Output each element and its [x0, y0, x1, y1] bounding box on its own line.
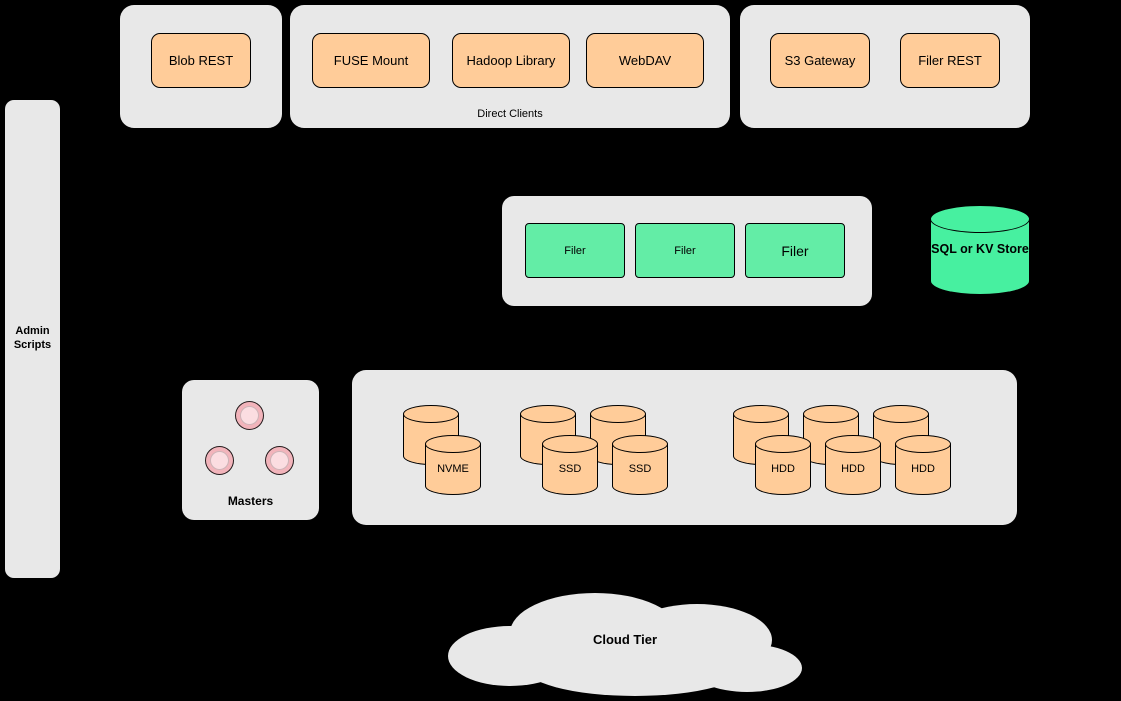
- filer-label: Filer: [564, 244, 586, 257]
- filer-rest-node: Filer REST: [900, 33, 1000, 88]
- hdd-label: HDD: [841, 463, 865, 475]
- webdav-label: WebDAV: [618, 53, 672, 68]
- disk-cylinder: SSD: [612, 435, 668, 495]
- filer-label: Filer: [674, 244, 696, 257]
- disk-cylinder: HDD: [755, 435, 811, 495]
- masters-group: Masters: [182, 380, 319, 520]
- master-node: [205, 446, 234, 475]
- master-node: [235, 401, 264, 430]
- blob-rest-label: Blob REST: [168, 53, 234, 68]
- filer-node: Filer: [525, 223, 625, 278]
- hdd-label: HDD: [911, 463, 935, 475]
- filer-node: Filer: [745, 223, 845, 278]
- hadoop-library-label: Hadoop Library: [466, 53, 556, 68]
- disk-cylinder: HDD: [825, 435, 881, 495]
- hdd-cylinder-group: HDD: [803, 405, 881, 495]
- filer-group: Filer Filer Filer: [502, 196, 872, 306]
- filer-rest-label: Filer REST: [918, 53, 982, 68]
- nvme-label: NVME: [437, 463, 469, 475]
- fuse-mount-node: FUSE Mount: [312, 33, 430, 88]
- admin-scripts-panel: Admin Scripts: [5, 100, 60, 578]
- ssd-cylinder-group: SSD: [520, 405, 598, 495]
- admin-scripts-label: Admin Scripts: [13, 325, 52, 351]
- fuse-mount-label: FUSE Mount: [333, 53, 409, 68]
- cloud-tier-label: Cloud Tier: [592, 632, 658, 647]
- blob-client-group: Blob REST: [120, 5, 282, 128]
- ssd-label: SSD: [628, 463, 652, 475]
- webdav-node: WebDAV: [586, 33, 704, 88]
- ssd-cylinder-group: SSD: [590, 405, 668, 495]
- ssd-label: SSD: [558, 463, 582, 475]
- direct-clients-caption: Direct Clients: [477, 108, 543, 120]
- volume-servers-group: NVME SSD SSD: [352, 370, 1017, 525]
- cloud-tier-shape: Cloud Tier: [435, 588, 815, 700]
- direct-clients-group: FUSE Mount Hadoop Library WebDAV Direct …: [290, 5, 730, 128]
- s3-gateway-label: S3 Gateway: [784, 53, 856, 68]
- hdd-label: HDD: [771, 463, 795, 475]
- blob-rest-node: Blob REST: [151, 33, 251, 88]
- filer-node: Filer: [635, 223, 735, 278]
- sql-kv-store-cylinder: SQL or KV Store: [930, 205, 1030, 295]
- filer-label: Filer: [781, 242, 809, 259]
- gateway-group: S3 Gateway Filer REST: [740, 5, 1030, 128]
- disk-cylinder: SSD: [542, 435, 598, 495]
- masters-caption: Masters: [227, 494, 274, 508]
- nvme-cylinder-group: NVME: [403, 405, 481, 495]
- sql-kv-store-label: SQL or KV Store: [931, 242, 1029, 256]
- hdd-cylinder-group: HDD: [733, 405, 811, 495]
- cylinder-top: [930, 205, 1030, 233]
- s3-gateway-node: S3 Gateway: [770, 33, 870, 88]
- hdd-cylinder-group: HDD: [873, 405, 951, 495]
- cloud-icon: [448, 593, 802, 696]
- disk-cylinder: NVME: [425, 435, 481, 495]
- disk-cylinder: HDD: [895, 435, 951, 495]
- master-node: [265, 446, 294, 475]
- hadoop-library-node: Hadoop Library: [452, 33, 570, 88]
